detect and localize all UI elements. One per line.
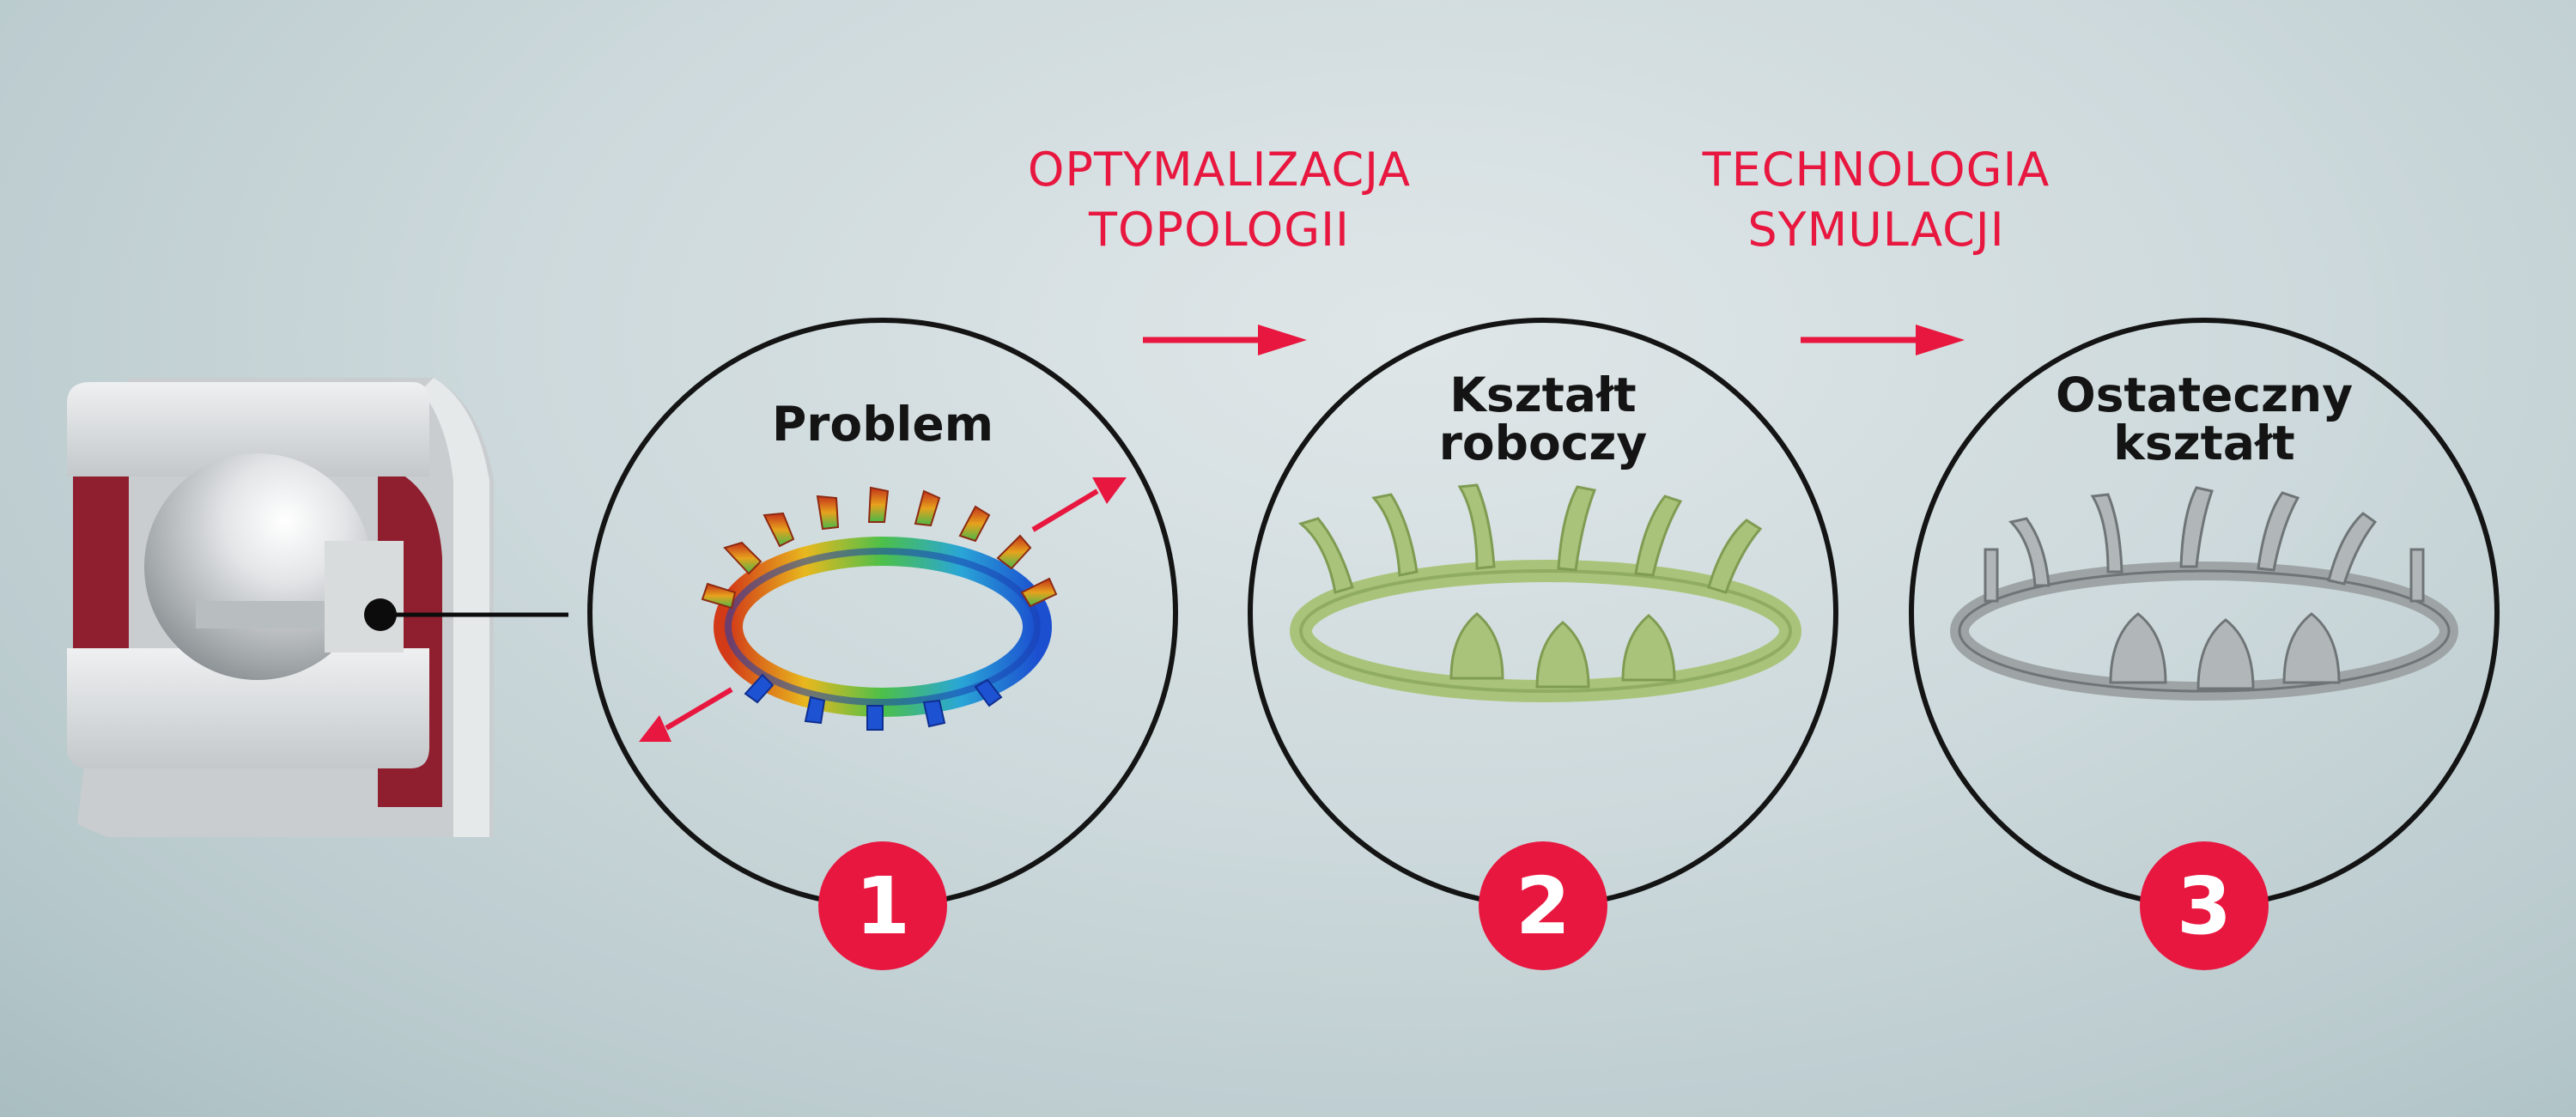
inner-ring	[67, 648, 429, 768]
step-badge-1: 1	[818, 841, 947, 970]
outer-ring	[67, 382, 429, 477]
arrow-label-topology: OPTYMALIZACJA TOPOLOGII	[996, 140, 1443, 260]
load-arrow-outward	[1031, 477, 1127, 532]
step-title-2-line2: roboczy	[1438, 416, 1648, 471]
step-badge-2: 2	[1479, 841, 1607, 970]
arrow-label-simulation: TECHNOLOGIA SYMULACJI	[1657, 140, 2095, 260]
step-title-3-line2: kształt	[2113, 416, 2295, 471]
load-arrow-inward	[639, 687, 733, 742]
final-shape-model	[1950, 486, 2458, 701]
cage-pocket	[325, 541, 404, 653]
arrow-simulation	[1801, 325, 1965, 355]
cage-section	[196, 601, 339, 628]
step-title-1-line1: Problem	[771, 397, 994, 452]
bearing-outer-edge	[421, 378, 489, 837]
bearing-cross-section	[67, 378, 568, 837]
step-title-2: Kształt roboczy	[1371, 371, 1715, 467]
step-badge-3: 3	[2140, 841, 2269, 970]
fem-cage-model	[639, 477, 1127, 742]
arrow-label-simulation-line2: SYMULACJI	[1747, 203, 2005, 258]
step-title-2-line1: Kształt	[1449, 367, 1637, 422]
arrow-topology	[1143, 325, 1307, 355]
step-title-1: Problem	[711, 400, 1054, 448]
step-title-3: Ostateczny kształt	[2032, 371, 2376, 467]
step-title-3-line1: Ostateczny	[2055, 367, 2354, 422]
working-shape-model	[1290, 483, 1801, 702]
arrow-label-topology-line1: OPTYMALIZACJA	[1027, 143, 1412, 197]
arrow-label-simulation-line1: TECHNOLOGIA	[1702, 143, 2050, 197]
arrow-label-topology-line2: TOPOLOGII	[1089, 203, 1350, 258]
